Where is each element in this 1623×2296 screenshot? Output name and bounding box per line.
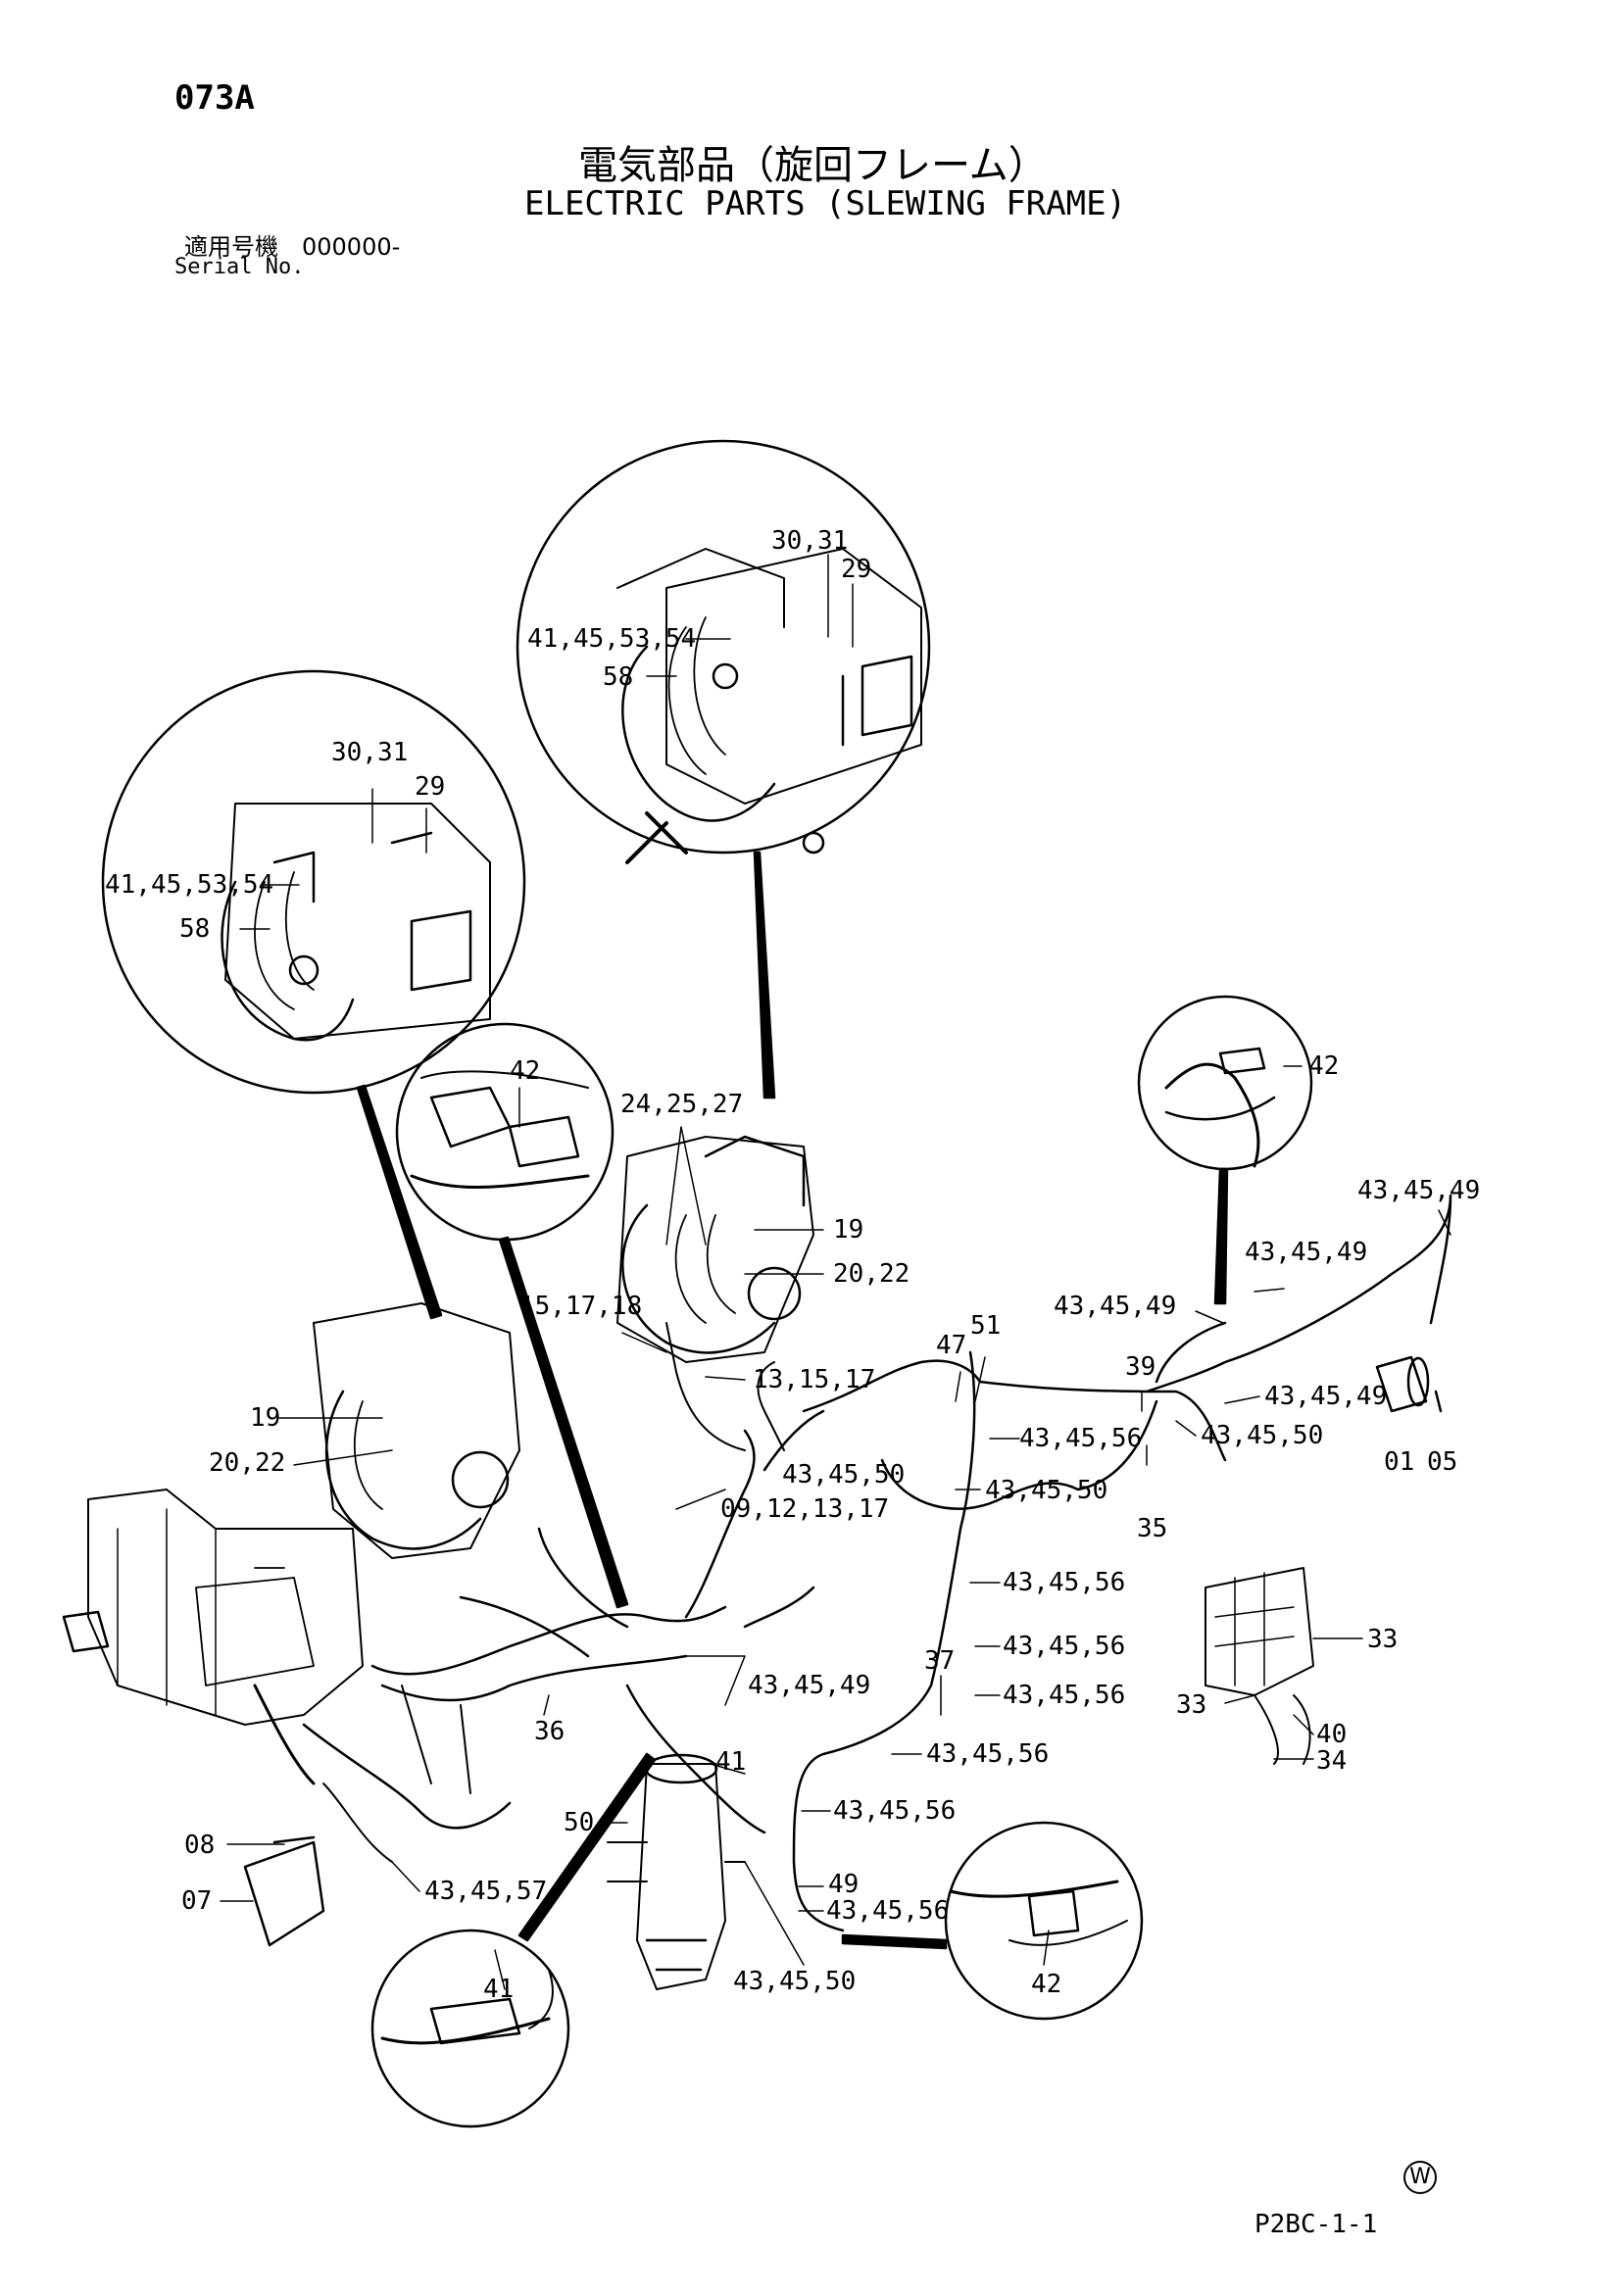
callout-label: 47 (936, 1331, 967, 1360)
item-07-08-cover (243, 1835, 325, 1947)
callout-label: 09,12,13,17 (720, 1494, 890, 1524)
callout-label: 15,17,18 (519, 1292, 643, 1321)
item-01-05-switch (1375, 1355, 1443, 1413)
callout-label: 43,45,56 (1003, 1632, 1126, 1661)
callout-label: 43,45,49 (1245, 1238, 1368, 1267)
callout-label: 43,45,56 (1003, 1568, 1126, 1597)
callout-label: 20,22 (209, 1448, 286, 1478)
callout-label: 29 (415, 772, 446, 802)
center-lower-component (607, 1753, 746, 1990)
callout-label: 43,45,56 (1003, 1681, 1126, 1710)
callout-label: 40 (1316, 1720, 1348, 1749)
callout-label: 13,15,17 (753, 1365, 876, 1394)
detail-circle-connector-42-right (1137, 995, 1313, 1171)
callout-label: 42 (510, 1056, 541, 1086)
callout-label: 42 (1308, 1051, 1340, 1081)
callout-label: 35 (1137, 1514, 1168, 1543)
callout-label: 42 (1031, 1970, 1062, 1999)
callout-label: 33 (1367, 1625, 1399, 1654)
callout-label: 08 (184, 1831, 216, 1860)
callout-label: 41 (715, 1747, 747, 1777)
pointer-connector-42-right (1213, 1167, 1229, 1305)
callout-label: 49 (828, 1870, 860, 1899)
detail-circle-connector-42-bottom (944, 1821, 1144, 2021)
detail-circle-left-pump (101, 669, 526, 1095)
callout-label: 43,45,49 (1264, 1382, 1388, 1411)
wire-harness (302, 1194, 1452, 1932)
pointer-upper-pump (753, 851, 776, 1099)
callout-label: 19 (250, 1403, 281, 1433)
callout-label: 43,45,50 (782, 1460, 906, 1490)
callout-label: 43,45,50 (985, 1476, 1108, 1505)
callout-label: 34 (1316, 1746, 1348, 1776)
callout-label: 30,31 (331, 738, 409, 767)
callout-label: 50 (564, 1808, 595, 1837)
callout-label: 43,45,49 (748, 1671, 871, 1700)
callout-label: 29 (841, 555, 872, 584)
callout-label: 39 (1125, 1352, 1156, 1382)
callout-label: 05 (1427, 1447, 1458, 1477)
callout-label: 43,45,56 (833, 1796, 957, 1826)
callout-label: 37 (924, 1646, 956, 1676)
pointer-connector-41 (517, 1752, 657, 1942)
left-frame-structure (62, 1489, 364, 1785)
right-lower-component (1205, 1567, 1314, 1765)
callout-label: 43,45,50 (733, 1967, 857, 1996)
callout-label: 51 (970, 1311, 1002, 1341)
callout-label: 41,45,53,54 (527, 624, 697, 654)
callout-label: 58 (603, 662, 634, 692)
callout-label: 41 (483, 1975, 515, 2004)
serial-label-english: Serial No. (174, 255, 305, 279)
callout-label: 43,45,49 (1054, 1292, 1177, 1321)
pointer-left-pump (356, 1084, 443, 1320)
callout-label: 19 (833, 1215, 864, 1245)
callout-label: 01 (1384, 1447, 1415, 1477)
callout-label: 41,45,53,54 (105, 870, 274, 900)
left-pump-assembly (313, 1302, 520, 1559)
callout-label: 33 (1176, 1690, 1207, 1720)
serial-label-japanese: 適用号機 000000- (184, 233, 401, 261)
page-code: 073A (174, 78, 255, 118)
callout-label: 24,25,27 (620, 1090, 744, 1119)
callout-label: 30,31 (771, 526, 849, 556)
callout-label: 43,45,56 (1019, 1424, 1143, 1453)
detail-circle-connector-42-left (395, 1022, 615, 1242)
callout-label: 07 (181, 1886, 213, 1916)
title-english: ELECTRIC PARTS (SLEWING FRAME) (524, 184, 1127, 223)
callout-label: 43,45,49 (1357, 1176, 1481, 1205)
callout-label: 43,45,56 (926, 1739, 1050, 1769)
callout-label: 43,45,57 (424, 1877, 548, 1906)
pointer-connector-42-left (498, 1236, 629, 1609)
callout-label: 43,45,56 (826, 1896, 950, 1926)
callout-label: 20,22 (833, 1259, 910, 1289)
leader-lines (220, 554, 1451, 1990)
reference-code: P2BC-1-1 (1254, 2210, 1378, 2239)
main-pump-assembly (616, 1135, 814, 1363)
callout-label: 36 (534, 1717, 566, 1746)
detail-circle-connector-41 (370, 1929, 570, 2128)
callout-label: 43,45,50 (1201, 1421, 1324, 1450)
detail-circle-upper-pump (516, 439, 931, 864)
pointer-connector-42-bottom (841, 1933, 948, 1950)
callout-label: 58 (179, 914, 211, 944)
watermark-w-icon: W (1403, 2161, 1437, 2194)
title-japanese: 電気部品（旋回フレーム） (578, 143, 1048, 188)
